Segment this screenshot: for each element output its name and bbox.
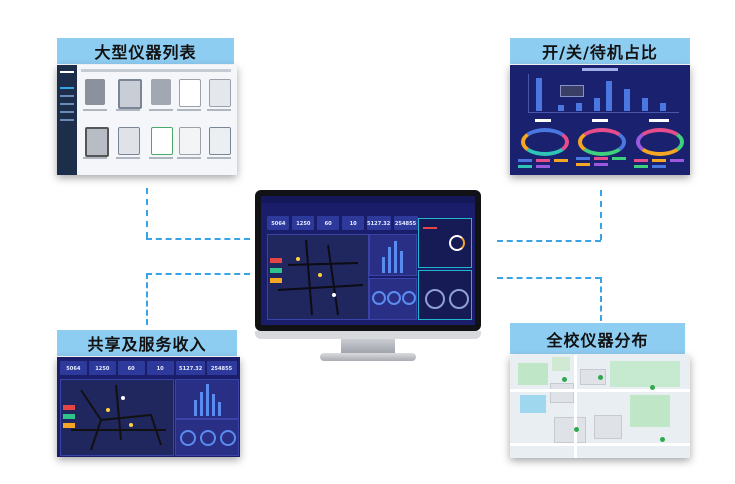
campus-mini-map (267, 234, 369, 320)
ring-heading (535, 119, 551, 122)
connector-bottom-left-vertical (146, 273, 148, 325)
kpi-card: 10 (147, 361, 174, 375)
legend-chip (270, 278, 282, 283)
sidebar (57, 65, 77, 175)
instrument-tile[interactable] (147, 125, 175, 165)
status-ratio-title: 开/关/待机占比 (510, 38, 690, 64)
campus-mini-map (60, 379, 174, 456)
map-pin-icon[interactable] (650, 385, 655, 390)
instrument-tile[interactable] (175, 77, 203, 117)
instrument-tile[interactable] (205, 77, 233, 117)
instrument-list-title: 大型仪器列表 (57, 38, 234, 64)
ring-heading (592, 119, 608, 122)
legend-chip (270, 258, 282, 263)
donut-chart (636, 128, 684, 156)
legend-chip (63, 405, 75, 410)
tooltip (560, 85, 584, 97)
map-pin-icon[interactable] (562, 377, 567, 382)
instrument-tile[interactable] (147, 77, 175, 117)
legend-chip (63, 414, 75, 419)
kpi-card: 1250 (89, 361, 116, 375)
monitor-stand (341, 339, 395, 353)
chart-heading (582, 68, 618, 71)
map-roads (71, 384, 166, 451)
instrument-icon (85, 127, 109, 157)
legend-chip (270, 268, 282, 273)
donut-chart (521, 128, 569, 156)
instrument-tile[interactable] (205, 125, 233, 165)
campus-map-screenshot (510, 355, 690, 458)
breadcrumb (81, 69, 231, 72)
bar (642, 98, 648, 111)
connector-bottom-right-vertical (600, 277, 602, 321)
instrument-tile[interactable] (114, 125, 142, 165)
kpi-card: 5064 (60, 361, 87, 375)
bar-chart (369, 234, 417, 276)
donut-row (175, 419, 239, 456)
kpi-card: 5127.32 (367, 216, 391, 230)
monitor-dashboard: 5064 1250 60 10 5127.32 254855 (261, 196, 475, 325)
instrument-list-screenshot (57, 65, 237, 175)
connector-top-right-vertical (600, 190, 602, 240)
instrument-tile[interactable] (81, 125, 109, 165)
service-income-screenshot: 5064 1250 60 10 5127.32 254855 (57, 357, 240, 457)
instrument-icon (209, 79, 231, 107)
bar-chart-area (528, 74, 679, 113)
kpi-card: 60 (118, 361, 145, 375)
donut-row (369, 278, 417, 320)
connector-top-left-vertical (146, 188, 148, 238)
kpi-card: 5064 (267, 216, 289, 230)
instrument-icon (151, 127, 173, 155)
instrument-icon (118, 127, 140, 155)
campus-map-title: 全校仪器分布 (510, 323, 685, 354)
instrument-icon (118, 79, 142, 109)
connector-top-left-horizontal (146, 238, 250, 240)
kpi-card: 5127.32 (176, 361, 205, 375)
monitor-icon: 5064 1250 60 10 5127.32 254855 (255, 190, 481, 331)
monitor-chin (255, 331, 481, 339)
kpi-card: 254855 (207, 361, 237, 375)
bar (576, 103, 582, 111)
kpi-card: 254855 (394, 216, 418, 230)
service-income-title: 共享及服务收入 (57, 330, 237, 356)
instrument-icon (209, 127, 231, 155)
monitor-base (320, 353, 416, 361)
instrument-icon (151, 79, 171, 105)
connector-bottom-right-horizontal (497, 277, 601, 279)
map-pin-icon[interactable] (598, 375, 603, 380)
instrument-icon (179, 79, 201, 107)
donut-chart (578, 128, 626, 156)
connector-bottom-left-horizontal (146, 273, 250, 275)
bar (624, 89, 630, 111)
instrument-icon (85, 79, 105, 105)
status-ratio-tile[interactable] (418, 218, 472, 268)
bar (536, 78, 542, 111)
kpi-card: 60 (317, 216, 339, 230)
instrument-tile[interactable] (175, 125, 203, 165)
kpi-card: 10 (342, 216, 364, 230)
bar-chart (175, 379, 239, 419)
map-roads (277, 239, 364, 316)
instrument-icon (179, 127, 201, 155)
instrument-tile[interactable] (114, 77, 142, 117)
bar (660, 103, 666, 111)
status-ratio-screenshot (510, 65, 690, 175)
bar (606, 81, 612, 111)
instrument-tile[interactable] (81, 77, 109, 117)
ring-heading (649, 119, 669, 122)
connector-top-right-horizontal (497, 240, 601, 242)
map-pin-icon[interactable] (660, 437, 665, 442)
legend-chip (63, 423, 75, 428)
bar (594, 98, 600, 111)
kpi-card: 1250 (292, 216, 314, 230)
map-pin-icon[interactable] (574, 427, 579, 432)
bar (558, 105, 564, 111)
status-gauges-tile[interactable] (418, 270, 472, 320)
dashboard-header (261, 196, 475, 203)
